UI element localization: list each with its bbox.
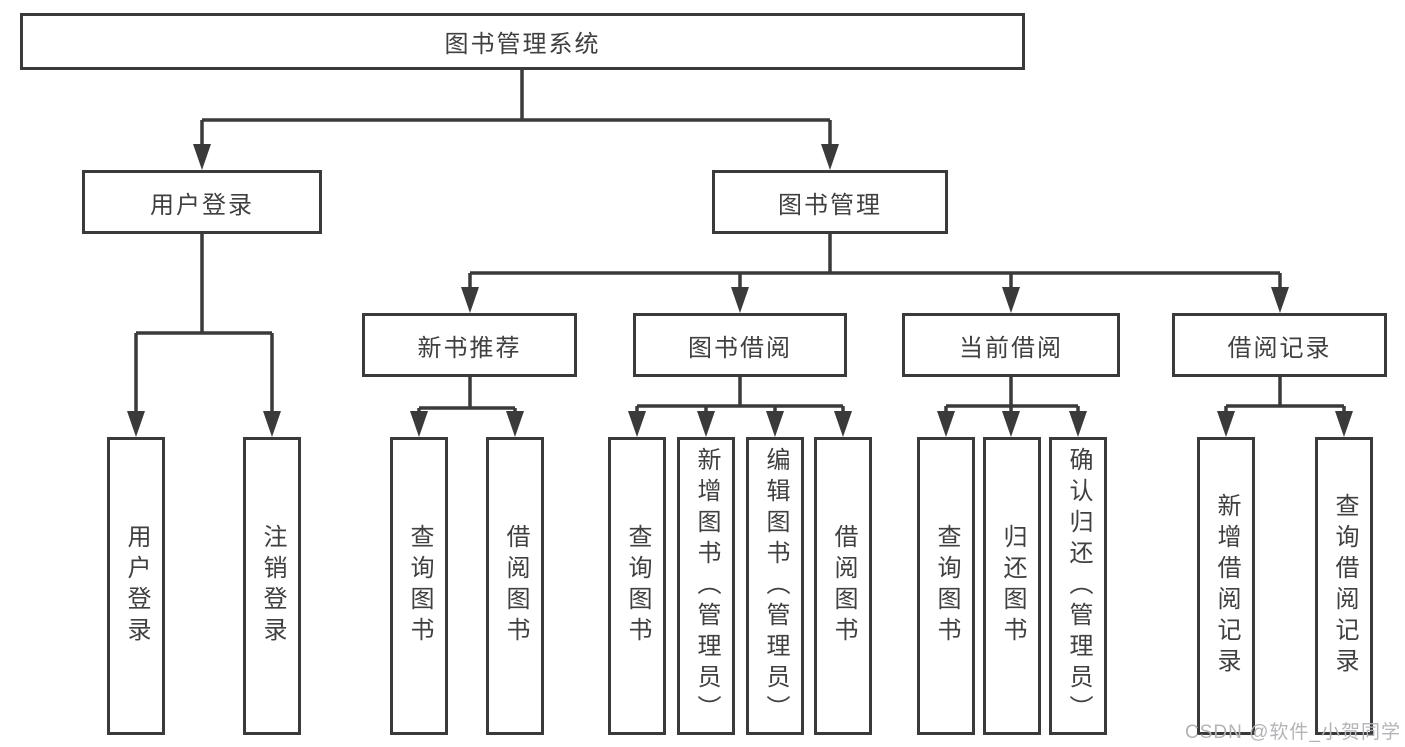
- leaf-newbook-query-books-label: 查询图书: [406, 524, 433, 648]
- leaf-current-return-books: 归还图书: [983, 437, 1041, 735]
- leaf-newbook-query-books: 查询图书: [390, 437, 448, 735]
- csdn-watermark: CSDN @软件_小贺同学: [1185, 722, 1401, 743]
- leaf-logout: 注销登录: [243, 437, 301, 735]
- leaf-newbook-borrow-books-label: 借阅图书: [502, 524, 529, 648]
- node-book-borrow-label: 图书借阅: [688, 334, 792, 362]
- node-borrow-records-label: 借阅记录: [1227, 334, 1332, 362]
- leaf-records-query-record: 查询借阅记录: [1315, 437, 1373, 735]
- leaf-borrow-query-books-label: 查询图书: [624, 524, 651, 648]
- node-book-management: 图书管理: [712, 170, 948, 234]
- connector-current-to-leaves: [937, 377, 1087, 437]
- leaf-borrow-borrow-books: 借阅图书: [814, 437, 872, 735]
- node-root-label: 图书管理系统: [444, 31, 601, 58]
- node-user-login-label: 用户登录: [150, 191, 254, 219]
- leaf-user-login-label: 用户登录: [123, 524, 150, 648]
- leaf-borrow-edit-books-admin: 编辑图书（管理员）: [746, 437, 804, 735]
- node-new-book-recommend-label: 新书推荐: [417, 334, 522, 362]
- node-root: 图书管理系统: [20, 13, 1025, 70]
- leaf-borrow-add-books-admin: 新增图书（管理员）: [677, 437, 735, 735]
- leaf-records-add-record: 新增借阅记录: [1197, 437, 1255, 735]
- node-borrow-records: 借阅记录: [1172, 313, 1387, 377]
- connector-login-to-leaves: [127, 233, 281, 437]
- leaf-borrow-query-books: 查询图书: [608, 437, 666, 735]
- leaf-newbook-borrow-books: 借阅图书: [486, 437, 544, 735]
- leaf-borrow-edit-books-admin-label: 编辑图书（管理员）: [762, 446, 789, 726]
- node-current-borrow-label: 当前借阅: [959, 334, 1063, 362]
- connector-records-to-leaves: [1217, 377, 1353, 437]
- node-current-borrow: 当前借阅: [902, 313, 1120, 377]
- node-book-borrow: 图书借阅: [633, 313, 847, 377]
- node-book-management-label: 图书管理: [778, 191, 882, 219]
- leaf-records-add-record-label: 新增借阅记录: [1213, 493, 1240, 679]
- leaf-current-query-books-label: 查询图书: [933, 524, 960, 648]
- leaf-borrow-add-books-admin-label: 新增图书（管理员）: [693, 446, 720, 726]
- leaf-current-query-books: 查询图书: [917, 437, 975, 735]
- leaf-records-query-record-label: 查询借阅记录: [1331, 493, 1358, 679]
- connector-newbook-to-leaves: [410, 377, 524, 437]
- leaf-current-return-books-label: 归还图书: [999, 524, 1026, 648]
- leaf-current-confirm-return-admin-label: 确认归还（管理员）: [1065, 446, 1092, 726]
- node-user-login: 用户登录: [82, 170, 322, 234]
- connector-root-to-level2: [193, 69, 839, 170]
- leaf-user-login: 用户登录: [107, 437, 165, 735]
- leaf-logout-label: 注销登录: [259, 524, 286, 648]
- node-new-book-recommend: 新书推荐: [362, 313, 577, 377]
- leaf-current-confirm-return-admin: 确认归还（管理员）: [1049, 437, 1107, 735]
- connector-borrow-to-leaves: [628, 377, 852, 437]
- leaf-borrow-borrow-books-label: 借阅图书: [830, 524, 857, 648]
- connector-mgmt-to-level3: [461, 233, 1289, 313]
